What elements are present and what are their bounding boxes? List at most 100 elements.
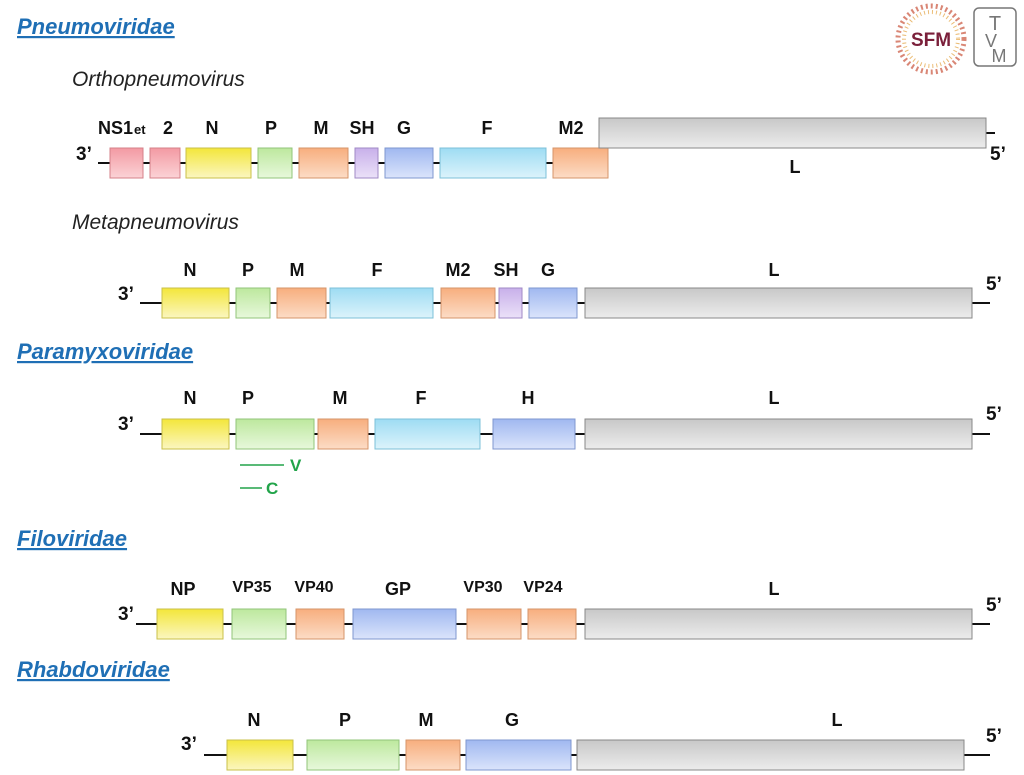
family-title-filoviridae: Filoviridae: [17, 526, 127, 551]
gene-f: [439, 147, 547, 179]
end-3-prime: 3’: [118, 604, 134, 625]
gene-label-p: P: [242, 260, 254, 280]
gene-label-n: N: [206, 118, 219, 138]
gene-vp40: [295, 608, 345, 640]
family-title-pneumoviridae: Pneumoviridae: [17, 14, 175, 39]
end-3-prime: 3’: [118, 284, 134, 305]
genome-paramyxoviridae: 3’ 5’ V C N P M F H L: [118, 388, 1002, 498]
gene-label-sh: SH: [349, 118, 374, 138]
gene-gp: [352, 608, 457, 640]
gene-label-h: H: [522, 388, 535, 408]
gene-m: [405, 739, 461, 771]
gene-m2: [440, 287, 496, 319]
gene-g: [528, 287, 578, 319]
gene-label-l: L: [790, 157, 801, 177]
gene-label-f: F: [482, 118, 493, 138]
gene-label-ns1: NS1: [98, 118, 133, 138]
genome-orthopneumovirus: 3’ 5’ NS1 et 2 N P M SH G F M2 L: [76, 117, 1006, 179]
gene-g: [384, 147, 434, 179]
gene-label-vp30: VP30: [463, 579, 502, 596]
gene-l: [576, 739, 965, 771]
gene-label-m2: M2: [445, 260, 470, 280]
gene-f: [329, 287, 434, 319]
gene-label-g: G: [505, 710, 519, 730]
sfm-logo: SFM: [895, 3, 967, 75]
end-5-prime: 5’: [986, 726, 1002, 747]
gene-vp24: [527, 608, 577, 640]
gene-h: [492, 418, 576, 450]
gene-label-l: L: [769, 579, 780, 599]
gene-label-m: M: [290, 260, 305, 280]
gene-label-l: L: [769, 260, 780, 280]
gene-l: [584, 608, 973, 640]
gene-p: [235, 418, 315, 450]
gene-sh: [498, 287, 523, 319]
gene-label-n: N: [184, 260, 197, 280]
end-5-prime: 5’: [990, 144, 1006, 165]
gene-label-l: L: [769, 388, 780, 408]
gene-l: [584, 287, 973, 319]
gene-label-p: P: [242, 388, 254, 408]
gene-label-vp35: VP35: [232, 579, 271, 596]
gene-label-n: N: [184, 388, 197, 408]
gene-vp30: [466, 608, 522, 640]
gene-p: [306, 739, 400, 771]
gene-label-g: G: [541, 260, 555, 280]
genome-rhabdoviridae: 3’ 5’ N P M G L: [181, 710, 1002, 771]
end-5-prime: 5’: [986, 595, 1002, 616]
genus-title-orthopneumovirus: Orthopneumovirus: [72, 68, 245, 91]
gene-label-np: NP: [170, 579, 195, 599]
gene-sh: [354, 147, 379, 179]
gene-label-m: M: [314, 118, 329, 138]
sfm-logo-text: SFM: [911, 30, 951, 51]
gene-label-f: F: [416, 388, 427, 408]
gene-p: [235, 287, 271, 319]
genome-filoviridae: 3’ 5’ NP VP35 VP40 GP VP30 VP24 L: [118, 579, 1002, 640]
gene-vp35: [231, 608, 287, 640]
gene-n: [226, 739, 294, 771]
gene-label-m: M: [333, 388, 348, 408]
gene-f: [374, 418, 481, 450]
gene-label-et: et: [134, 122, 146, 137]
gene-g: [465, 739, 572, 771]
gene-label-vp40: VP40: [294, 579, 333, 596]
gene-l: [584, 418, 973, 450]
gene-m2: [552, 147, 609, 179]
gene-label-l: L: [832, 710, 843, 730]
end-5-prime: 5’: [986, 404, 1002, 425]
gene-p: [257, 147, 293, 179]
gene-label-gp: GP: [385, 579, 411, 599]
genome-metapneumovirus: 3’ 5’ N P M F M2 SH G L: [118, 260, 1002, 319]
end-3-prime: 3’: [118, 414, 134, 435]
end-5-prime: 5’: [986, 274, 1002, 295]
gene-l: [598, 117, 987, 149]
tvm-logo-letter-t: T: [989, 13, 1001, 35]
genus-title-metapneumovirus: Metapneumovirus: [72, 211, 239, 234]
gene-label-p: P: [265, 118, 277, 138]
gene-m: [276, 287, 327, 319]
gene-ns1: [109, 147, 144, 179]
gene-ns2: [149, 147, 181, 179]
gene-n: [185, 147, 252, 179]
gene-label-sh: SH: [493, 260, 518, 280]
end-3-prime: 3’: [76, 144, 92, 165]
tvm-logo: T V M: [973, 7, 1017, 67]
gene-label-p: P: [339, 710, 351, 730]
tvm-logo-letter-m: M: [992, 46, 1007, 66]
gene-label-g: G: [397, 118, 411, 138]
subgene-label-c: C: [266, 479, 278, 498]
gene-label-f: F: [372, 260, 383, 280]
end-3-prime: 3’: [181, 734, 197, 755]
gene-n: [161, 418, 230, 450]
gene-m: [317, 418, 369, 450]
gene-label-m: M: [419, 710, 434, 730]
gene-label-m2: M2: [558, 118, 583, 138]
family-title-rhabdoviridae: Rhabdoviridae: [17, 657, 170, 682]
gene-n: [161, 287, 230, 319]
gene-np: [156, 608, 224, 640]
gene-label-n: N: [248, 710, 261, 730]
tvm-logo-letter-v: V: [985, 31, 997, 51]
family-title-paramyxoviridae: Paramyxoviridae: [17, 339, 193, 364]
